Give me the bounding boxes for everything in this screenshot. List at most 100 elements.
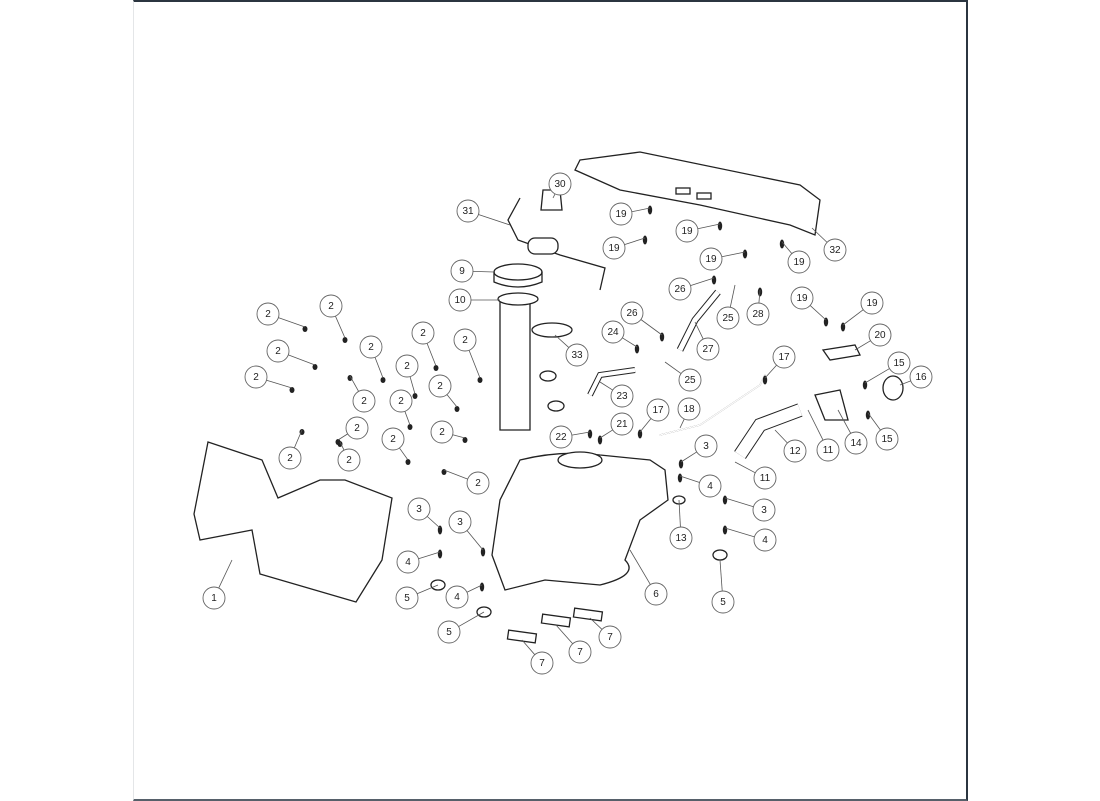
leader-line xyxy=(466,584,483,593)
callout-label: 2 xyxy=(368,342,374,353)
callout-circle xyxy=(601,320,625,344)
callout-19: 19 xyxy=(609,202,651,226)
callout-22: 22 xyxy=(549,425,591,449)
fastener-17 xyxy=(637,429,643,439)
callout-32: 32 xyxy=(811,227,847,262)
leader-line xyxy=(418,551,441,560)
callout-label: 1 xyxy=(211,593,217,604)
callout-2: 2 xyxy=(337,441,361,472)
fastener-2 xyxy=(477,377,483,383)
callout-26: 26 xyxy=(620,301,663,336)
callout-label: 22 xyxy=(555,432,567,443)
callout-label: 9 xyxy=(459,266,465,277)
callout-circle xyxy=(549,425,573,449)
callout-circle xyxy=(244,365,268,389)
callout-label: 2 xyxy=(462,335,468,346)
callout-2: 2 xyxy=(244,365,293,389)
hoses xyxy=(587,289,904,459)
leader-line xyxy=(899,380,911,386)
leader-line xyxy=(729,284,736,308)
callout-circle xyxy=(530,651,554,675)
callout-2: 2 xyxy=(319,294,346,339)
callout-label: 4 xyxy=(762,535,768,546)
fastener-3 xyxy=(722,495,728,505)
callout-label: 2 xyxy=(361,396,367,407)
callout-label: 2 xyxy=(398,396,404,407)
callout-circle xyxy=(783,439,807,463)
callout-circle xyxy=(395,586,419,610)
part-1-skid-plate xyxy=(193,441,393,603)
callout-circle xyxy=(669,526,693,550)
callout-label: 15 xyxy=(893,358,905,369)
leader-line xyxy=(664,361,682,374)
fastener-2 xyxy=(462,437,468,443)
callout-circle xyxy=(644,582,668,606)
callout-circle xyxy=(753,528,777,552)
callout-26: 26 xyxy=(668,277,715,301)
callout-label: 20 xyxy=(874,330,886,341)
callout-circle xyxy=(568,640,592,664)
leader-line xyxy=(293,429,303,449)
fastener-19 xyxy=(779,239,785,249)
callout-12: 12 xyxy=(774,429,807,463)
callout-label: 2 xyxy=(253,372,259,383)
callout-19: 19 xyxy=(781,241,811,274)
callout-2: 2 xyxy=(395,354,419,395)
callout-2: 2 xyxy=(453,328,481,379)
callout-label: 32 xyxy=(829,245,841,256)
callout-circle xyxy=(453,328,477,352)
callout-label: 6 xyxy=(653,589,659,600)
callout-circle xyxy=(411,321,435,345)
leader-line xyxy=(339,441,345,451)
leader-line xyxy=(640,319,663,336)
leader-line xyxy=(629,549,651,585)
leader-line xyxy=(521,639,536,655)
callout-circle xyxy=(610,384,634,408)
callout-2: 2 xyxy=(266,339,316,366)
callout-10: 10 xyxy=(448,288,500,312)
fastener-2 xyxy=(412,393,418,399)
callout-7: 7 xyxy=(589,617,622,649)
callout-label: 2 xyxy=(475,478,481,489)
callout-label: 12 xyxy=(789,446,801,457)
callout-23: 23 xyxy=(599,381,634,408)
leader-line xyxy=(724,497,754,508)
callout-label: 3 xyxy=(703,441,709,452)
callout-label: 4 xyxy=(454,592,460,603)
callout-circle xyxy=(395,354,419,378)
callout-circle xyxy=(609,202,633,226)
callout-label: 28 xyxy=(752,309,764,320)
callout-label: 17 xyxy=(778,352,790,363)
callout-28: 28 xyxy=(746,289,770,326)
callout-label: 11 xyxy=(760,473,771,484)
callout-17: 17 xyxy=(764,345,796,379)
leader-line xyxy=(335,315,346,339)
callout-1: 1 xyxy=(202,559,233,610)
leader-line xyxy=(854,340,871,351)
leader-line xyxy=(555,624,573,645)
callout-circle xyxy=(696,337,720,361)
callout-19: 19 xyxy=(699,247,746,271)
callout-circle xyxy=(711,590,735,614)
callout-circle xyxy=(396,550,420,574)
callout-circle xyxy=(668,277,692,301)
callout-3: 3 xyxy=(448,510,484,551)
fastener-4 xyxy=(479,582,485,592)
callout-circle xyxy=(844,431,868,455)
fastener-4 xyxy=(677,473,683,483)
callout-label: 2 xyxy=(390,434,396,445)
callout-circle xyxy=(352,389,376,413)
fastener-3 xyxy=(437,525,443,535)
callout-31: 31 xyxy=(456,199,511,226)
leader-line xyxy=(452,434,466,439)
fastener-2 xyxy=(289,387,295,393)
leader-line xyxy=(554,334,570,348)
callout-circle xyxy=(620,301,644,325)
leader-line xyxy=(721,251,746,258)
fastener-2 xyxy=(302,326,308,332)
callout-circle xyxy=(716,306,740,330)
callout-circle xyxy=(887,351,911,375)
callout-label: 21 xyxy=(616,419,628,430)
